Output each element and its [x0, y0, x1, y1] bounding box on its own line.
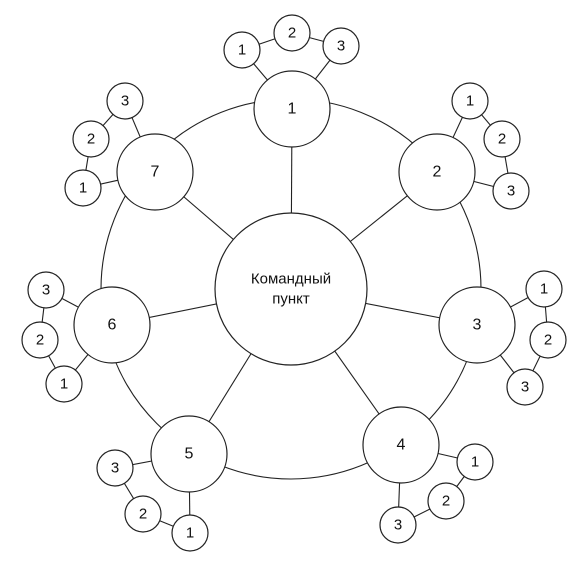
sub-node-7-2 [72, 120, 110, 158]
sub-node-7-3 [106, 82, 144, 120]
sub-node-label-7-1: 1 [79, 180, 87, 197]
sub-node-label-7-3: 3 [121, 93, 129, 110]
sub-node-label-1-2: 2 [288, 25, 296, 42]
sub-node-1-2 [273, 14, 311, 52]
sub-node-label-4-1: 1 [471, 454, 479, 471]
sub-node-1-1 [223, 31, 261, 69]
sub-node-6-3 [27, 271, 65, 309]
sub-node-2-3 [492, 172, 530, 210]
sub-node-7-1 [64, 169, 102, 207]
sub-node-label-3-2: 2 [544, 332, 552, 349]
sub-node-label-4-3: 3 [394, 517, 402, 534]
station-node-7 [116, 133, 194, 211]
sub-node-2-2 [483, 120, 521, 158]
sub-node-label-1-1: 1 [238, 42, 246, 59]
sub-node-label-2-2: 2 [498, 131, 506, 148]
sub-node-label-2-3: 3 [507, 183, 515, 200]
station-label-5: 5 [185, 446, 194, 463]
sub-node-label-3-1: 1 [540, 281, 548, 298]
station-node-3 [438, 286, 516, 364]
sub-node-4-2 [427, 482, 465, 520]
sub-node-2-1 [451, 82, 489, 120]
station-label-2: 2 [433, 164, 442, 181]
sub-node-4-1 [456, 443, 494, 481]
station-node-4 [362, 406, 440, 484]
sub-node-5-1 [171, 514, 209, 552]
sub-node-label-7-2: 2 [87, 131, 95, 148]
station-label-1: 1 [288, 101, 297, 118]
sub-node-label-1-3: 3 [337, 38, 345, 55]
station-label-4: 4 [397, 437, 406, 454]
command-post-label-line2: пункт [272, 291, 310, 308]
command-post-node [214, 212, 368, 366]
station-node-2 [398, 133, 476, 211]
sub-node-3-3 [506, 368, 544, 406]
sub-node-4-3 [379, 506, 417, 544]
sub-node-5-2 [124, 495, 162, 533]
sub-node-label-5-2: 2 [139, 506, 147, 523]
sub-node-label-6-3: 3 [42, 282, 50, 299]
station-node-1 [253, 70, 331, 148]
station-label-7: 7 [151, 164, 160, 181]
sub-node-6-2 [21, 321, 59, 359]
sub-node-label-6-1: 1 [60, 376, 68, 393]
sub-node-label-4-2: 2 [442, 493, 450, 510]
station-node-5 [150, 415, 228, 493]
sub-node-label-2-1: 1 [466, 93, 474, 110]
sub-node-label-5-3: 3 [111, 460, 119, 477]
sub-node-3-2 [529, 321, 567, 359]
sub-node-5-3 [96, 449, 134, 487]
sub-node-1-3 [322, 27, 360, 65]
sub-node-label-6-2: 2 [36, 332, 44, 349]
sub-node-label-3-3: 3 [521, 379, 529, 396]
sub-node-label-5-1: 1 [186, 525, 194, 542]
sub-node-3-1 [525, 270, 563, 308]
station-label-6: 6 [108, 317, 117, 334]
sub-node-6-1 [45, 365, 83, 403]
station-label-3: 3 [473, 317, 482, 334]
station-node-6 [73, 286, 151, 364]
command-post-label-line1: Командный [251, 271, 331, 288]
node-layer: Командный пункт 1 1 2 3 2 1 2 3 3 1 2 3 4 1 2 3 5 1 2 3 6 1 2 3 7 1… [21, 14, 567, 552]
